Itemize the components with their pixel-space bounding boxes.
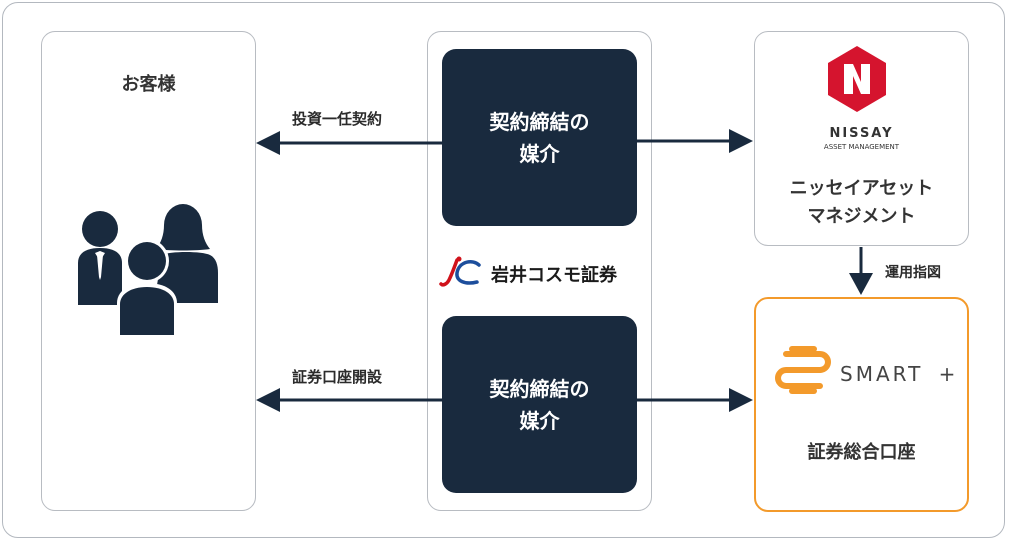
mediation-top-line2: 媒介	[519, 141, 560, 166]
broker-name: 岩井コスモ証券	[491, 265, 617, 286]
mediation-top-line1: 契約締結の	[489, 109, 590, 134]
label-discretionary: 投資一任契約	[292, 110, 383, 128]
smart-logo-icon	[775, 346, 831, 394]
iwai-cosmo-logo-icon	[439, 256, 481, 287]
nissay-logo-icon	[828, 46, 886, 112]
customers-icon	[78, 204, 218, 335]
mediation-box-bottom: 契約締結の 媒介	[442, 316, 637, 493]
nissay-logo-word: NISSAY	[829, 126, 894, 141]
smart-account-label: 証券総合口座	[807, 442, 916, 463]
mediation-bottom-line1: 契約締結の	[489, 376, 590, 401]
nissay-logo-sub: ASSET MANAGEMENT	[823, 143, 900, 151]
smart-logo-plus: +	[938, 362, 959, 386]
smart-logo-text: SMART +	[840, 362, 958, 386]
mediation-bottom-line2: 媒介	[519, 408, 560, 433]
mediation-box-top: 契約締結の 媒介	[442, 49, 637, 226]
nissay-name-line1: ニッセイアセット	[789, 178, 934, 199]
label-investment-instruction: 運用指図	[885, 265, 941, 281]
label-account-opening: 証券口座開設	[292, 368, 383, 386]
smart-logo-word: SMART	[840, 362, 924, 386]
nissay-name-line2: マネジメント	[807, 206, 916, 227]
customer-title: お客様	[121, 74, 176, 95]
smart-account-box	[754, 297, 969, 512]
